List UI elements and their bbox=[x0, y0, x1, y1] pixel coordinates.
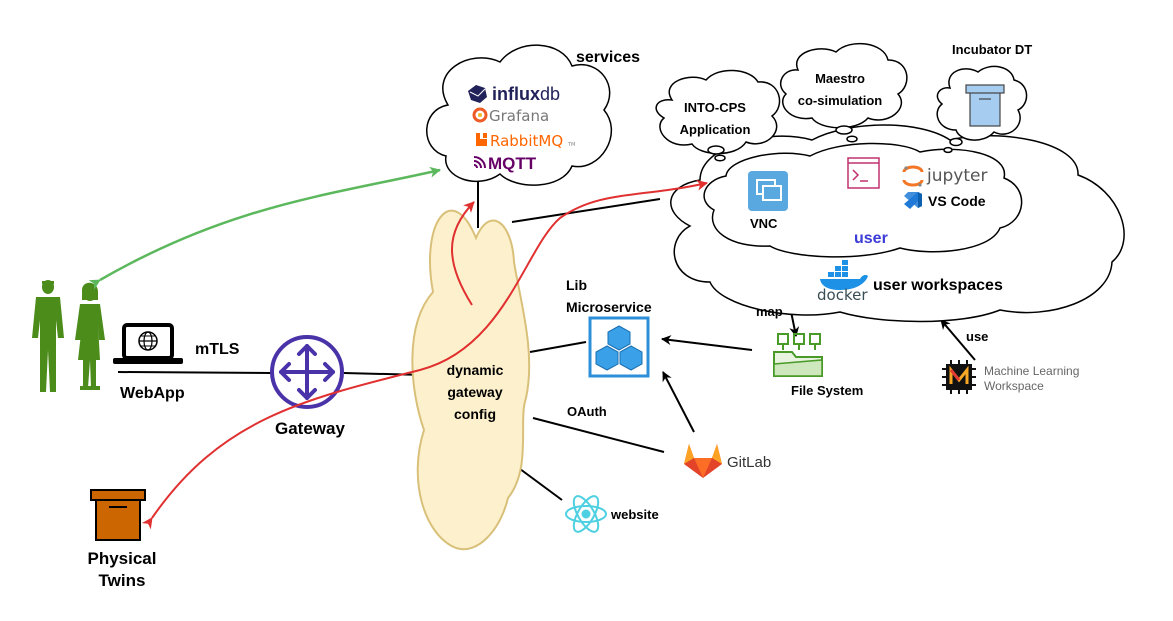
vscode-label: VS Code bbox=[928, 193, 986, 209]
physical-twins-label-2: Twins bbox=[99, 571, 146, 590]
map-label: map bbox=[756, 304, 783, 319]
file-system-label: File System bbox=[791, 383, 863, 398]
filesystem-lib-arrow bbox=[661, 335, 753, 351]
people-icon bbox=[32, 280, 105, 392]
file-system-icon bbox=[773, 333, 823, 377]
webapp-label: WebApp bbox=[120, 385, 185, 402]
jupyter-icon bbox=[902, 165, 924, 187]
influxdb-icon bbox=[468, 85, 487, 103]
config-gitlab-line bbox=[532, 417, 665, 453]
vnc-icon bbox=[748, 171, 788, 211]
mtls-label: mTLS bbox=[195, 341, 240, 358]
user-workspaces-label: user workspaces bbox=[873, 277, 1003, 294]
gateway-icon bbox=[270, 335, 344, 409]
react-icon bbox=[565, 495, 607, 533]
box-icon bbox=[90, 489, 146, 541]
rabbitmq-wordmark: RabbitMQ bbox=[490, 132, 563, 150]
config-workspace-line bbox=[511, 198, 661, 223]
rabbitmq-icon bbox=[476, 133, 487, 146]
ml-label-1: Machine Learning bbox=[984, 364, 1079, 378]
vscode-icon bbox=[904, 192, 922, 209]
jupyter-wordmark: jupyter bbox=[926, 166, 987, 186]
gateway-label: Gateway bbox=[275, 419, 345, 438]
dgc-label-1: dynamic bbox=[447, 362, 504, 378]
lib-label-2: Microservice bbox=[566, 299, 652, 315]
terminal-icon bbox=[847, 157, 880, 189]
ml-use-arrow bbox=[940, 319, 976, 361]
oauth-label: OAuth bbox=[567, 404, 607, 419]
lib-label-1: Lib bbox=[566, 277, 587, 293]
grafana-wordmark: Grafana bbox=[489, 107, 549, 125]
website-label: website bbox=[610, 507, 659, 522]
docker-icon bbox=[820, 260, 868, 290]
lib-microservice-icon bbox=[588, 316, 650, 378]
vnc-label: VNC bbox=[750, 216, 778, 231]
dgc-label-3: config bbox=[454, 406, 496, 422]
influxdb-wordmark: influxdb bbox=[492, 84, 560, 104]
dynamic-gateway-config-cloud: dynamic gateway config bbox=[411, 209, 531, 551]
services-cloud: services influxdb Grafana RabbitMQ TM bbox=[426, 44, 640, 186]
incubator-icon bbox=[965, 84, 1005, 127]
gitlab-label: GitLab bbox=[727, 454, 771, 471]
maestro-label-2: co-simulation bbox=[798, 93, 883, 108]
maestro-thought-bubble: Maestro co-simulation bbox=[780, 42, 908, 143]
intocps-label-2: Application bbox=[680, 122, 751, 137]
maestro-label-1: Maestro bbox=[815, 71, 865, 86]
gitlab-lib-arrow bbox=[662, 371, 695, 433]
services-label: services bbox=[576, 49, 640, 66]
rabbitmq-tm: TM bbox=[567, 142, 575, 148]
intocps-label-1: INTO-CPS bbox=[684, 100, 746, 115]
green-bidirectional-arrow bbox=[88, 166, 441, 290]
user-workspaces-cloud: user workspaces user VNC jupyter bbox=[670, 124, 1125, 323]
config-lib-line bbox=[529, 341, 587, 353]
ml-chip-icon bbox=[942, 360, 976, 394]
use-label: use bbox=[966, 329, 988, 344]
docker-wordmark: docker bbox=[817, 286, 868, 304]
mqtt-wordmark: MQTT bbox=[488, 154, 537, 173]
dgc-label-2: gateway bbox=[447, 384, 502, 400]
red-physical-to-workspace-arrow bbox=[141, 179, 708, 530]
laptop-globe-icon bbox=[113, 323, 183, 364]
ml-label-2: Workspace bbox=[984, 379, 1044, 393]
mqtt-icon bbox=[473, 156, 486, 169]
gitlab-icon bbox=[684, 444, 722, 478]
intocps-thought-bubble: INTO-CPS Application bbox=[655, 69, 781, 162]
grafana-icon bbox=[472, 107, 488, 123]
physical-twins-label-1: Physical bbox=[88, 549, 157, 568]
incubator-thought-bubble: Incubator DT bbox=[936, 42, 1032, 154]
user-label: user bbox=[854, 230, 888, 247]
incubator-dt-label: Incubator DT bbox=[952, 42, 1032, 57]
config-website-line bbox=[515, 465, 563, 501]
webapp-gateway-line bbox=[117, 371, 273, 374]
